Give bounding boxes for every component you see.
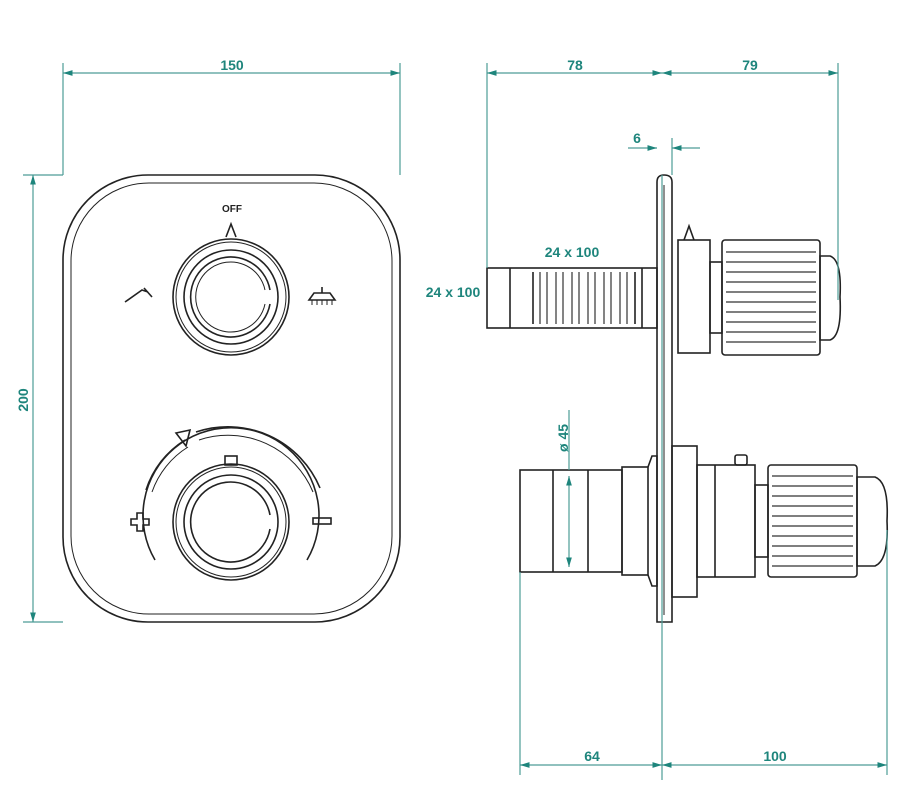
top-right-dimension: 79	[742, 57, 758, 73]
bottom-right-dimension: 100	[763, 748, 787, 764]
hand-shower-icon	[124, 287, 153, 303]
cover-plate	[62, 174, 401, 623]
height-dimension: 200	[15, 388, 31, 412]
diameter-dimension: ø 45	[555, 424, 571, 452]
pipe-label-left: 24 x 100	[426, 284, 481, 300]
top-valve	[486, 223, 842, 356]
plus-icon	[130, 512, 150, 532]
minus-icon	[312, 517, 332, 525]
shower-head-icon	[307, 287, 337, 305]
plate-thickness-dimension: 6	[633, 130, 641, 146]
front-view: OFF	[15, 57, 401, 623]
thermostatic-knob	[142, 426, 321, 581]
width-dimension: 150	[220, 57, 244, 73]
bottom-left-dimension: 64	[584, 748, 600, 764]
pipe-label-top: 24 x 100	[545, 244, 600, 260]
pointer-icon	[225, 221, 237, 238]
off-label: OFF	[222, 204, 242, 215]
bottom-valve	[519, 445, 889, 598]
cover-plate-inner	[70, 182, 393, 615]
wall-plate	[656, 174, 673, 623]
top-left-dimension: 78	[567, 57, 583, 73]
side-view: 78 79 6 24 x 100 24 x 100 ø 45 64 100	[426, 57, 889, 780]
diverter-knob	[172, 238, 290, 356]
